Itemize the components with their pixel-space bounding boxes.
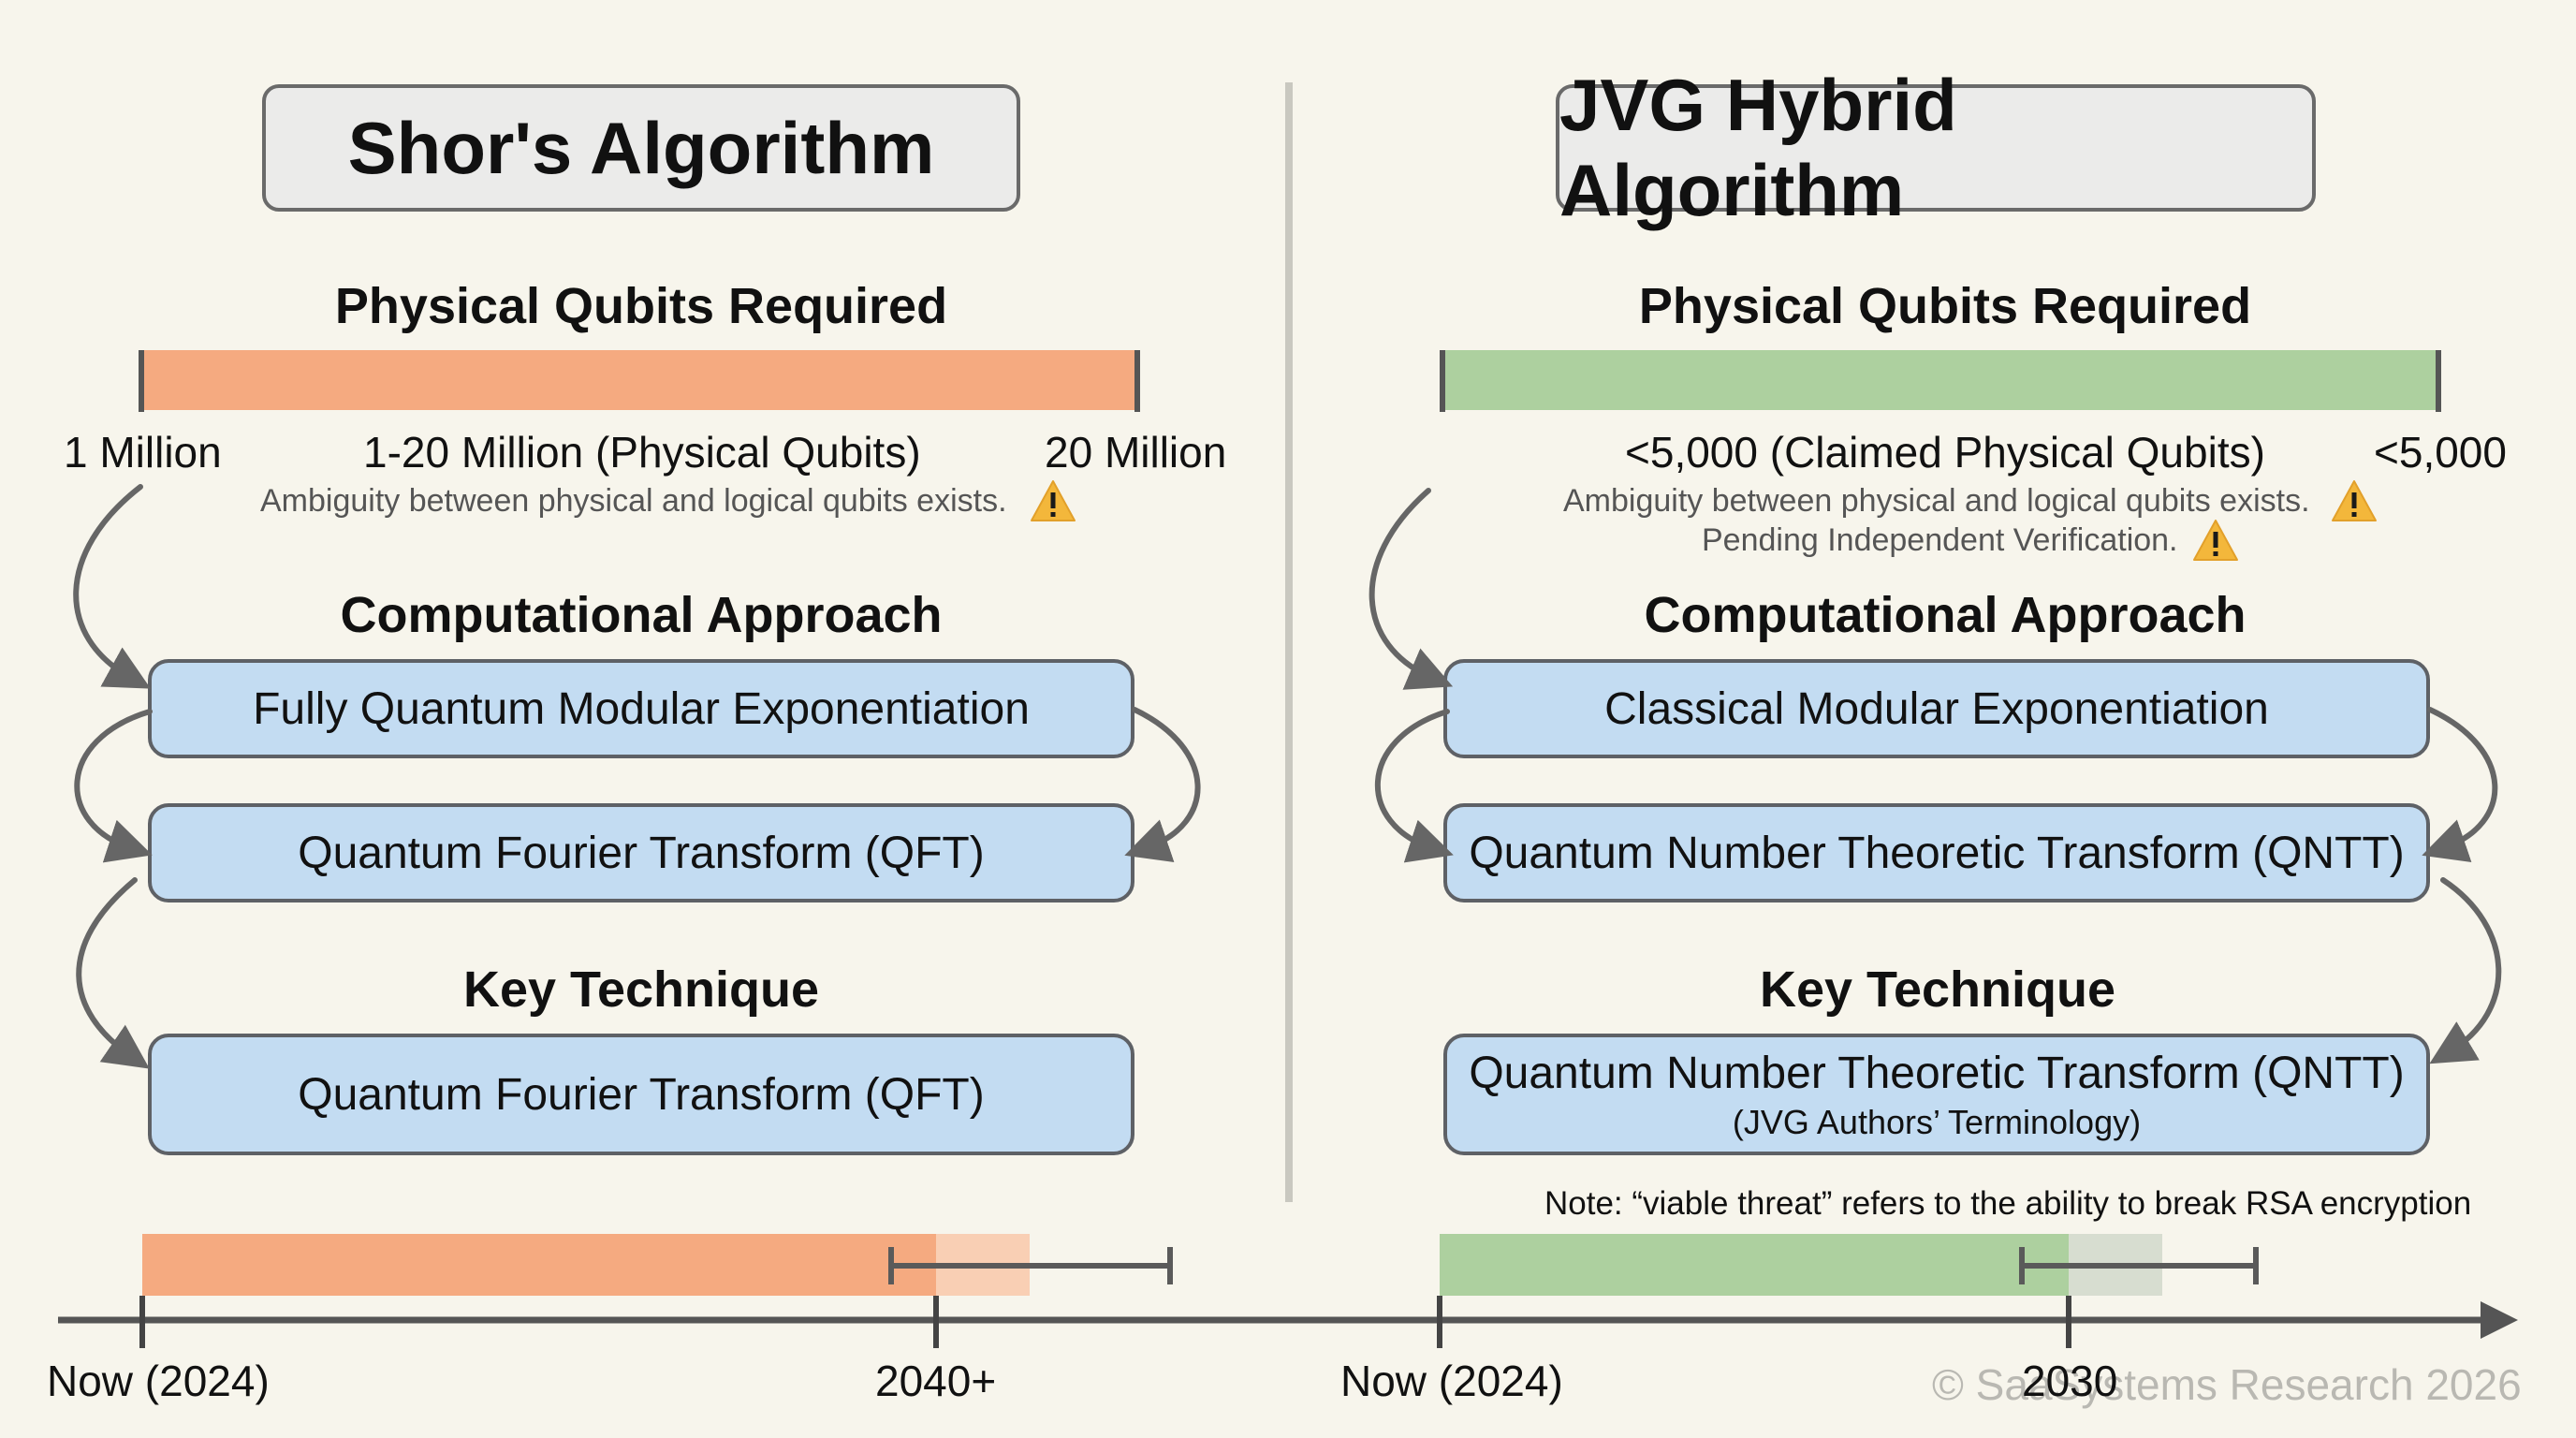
left-approach-step-1-label: Fully Quantum Modular Exponentiation: [253, 683, 1030, 734]
timeline-axis-arrow-icon: [2481, 1301, 2518, 1339]
right-timeline-bar: [1440, 1234, 2069, 1296]
left-timeline-bar: [142, 1234, 936, 1296]
left-key-heading: Key Technique: [462, 961, 820, 1018]
right-key-heading: Key Technique: [1759, 961, 2116, 1018]
right-qubits-heading: Physical Qubits Required: [1638, 278, 2252, 334]
right-key-technique-sub: (JVG Authors’ Terminology): [1732, 1102, 2142, 1141]
right-approach-step-1-label: Classical Modular Exponentiation: [1604, 683, 2269, 734]
right-qubits-bar-start-cap: [1440, 350, 1445, 412]
right-range-max-label: <5,000: [2374, 428, 2507, 477]
left-key-technique: Quantum Fourier Transform (QFT): [148, 1034, 1134, 1155]
left-approach-step-2-label: Quantum Fourier Transform (QFT): [298, 828, 985, 878]
watermark: © SaaSystems Research 2026: [1932, 1360, 2522, 1409]
right-timeline-start-label: Now (2024): [1340, 1357, 1563, 1405]
curved-arrow-icon: [74, 709, 153, 863]
curved-arrow-icon: [73, 484, 152, 689]
left-key-technique-label: Quantum Fourier Transform (QFT): [298, 1069, 985, 1120]
left-ambiguity-note: Ambiguity between physical and logical q…: [260, 483, 1007, 519]
curved-arrow-icon: [1374, 709, 1454, 863]
left-timeline-start-label: Now (2024): [47, 1357, 270, 1405]
right-qubits-bar: [1443, 350, 2439, 410]
left-range-min-label: 1 Million: [64, 428, 222, 477]
left-approach-step-1: Fully Quantum Modular Exponentiation: [148, 659, 1134, 758]
right-range-center-label: <5,000 (Claimed Physical Qubits): [1625, 428, 2265, 477]
curved-arrow-icon: [1124, 707, 1201, 862]
left-qubits-bar-start-cap: [139, 350, 144, 412]
curved-arrow-icon: [2429, 877, 2502, 1064]
warning-icon: [2332, 480, 2377, 521]
left-timeline-target-label: 2040+: [875, 1357, 997, 1405]
right-error-bar: [2019, 1247, 2259, 1284]
right-approach-step-2-label: Quantum Number Theoretic Transform (QNTT…: [1469, 828, 2405, 878]
curved-arrow-icon: [2422, 707, 2498, 862]
right-key-technique: Quantum Number Theoretic Transform (QNTT…: [1443, 1034, 2430, 1155]
left-approach-heading: Computational Approach: [340, 587, 943, 643]
right-ambiguity-note: Ambiguity between physical and logical q…: [1563, 483, 2310, 519]
left-approach-step-2: Quantum Fourier Transform (QFT): [148, 803, 1134, 902]
left-range-center-label: 1-20 Million (Physical Qubits): [363, 428, 921, 477]
left-qubits-bar-end-cap: [1134, 350, 1140, 412]
right-timeline-note: Note: “viable threat” refers to the abil…: [1544, 1185, 2472, 1222]
curved-arrow-icon: [76, 877, 150, 1069]
left-qubits-heading: Physical Qubits Required: [334, 278, 948, 334]
right-title: JVG Hybrid Algorithm: [1556, 64, 2316, 231]
right-qubits-bar-end-cap: [2436, 350, 2441, 412]
left-error-bar: [888, 1247, 1173, 1284]
right-approach-heading: Computational Approach: [1644, 587, 2247, 643]
curved-arrow-icon: [1368, 488, 1454, 690]
warning-icon: [1031, 480, 1076, 521]
right-key-technique-label: Quantum Number Theoretic Transform (QNTT…: [1469, 1048, 2405, 1098]
panel-divider: [1285, 82, 1293, 1202]
left-title: Shor's Algorithm: [262, 84, 1020, 212]
right-verification-note: Pending Independent Verification.: [1702, 522, 2178, 558]
left-range-max-label: 20 Million: [1045, 428, 1227, 477]
right-approach-step-1: Classical Modular Exponentiation: [1443, 659, 2430, 758]
warning-icon: [2193, 520, 2238, 561]
right-approach-step-2: Quantum Number Theoretic Transform (QNTT…: [1443, 803, 2430, 902]
left-qubits-bar: [142, 350, 1138, 410]
right-timeline-target-label: 2030: [2022, 1357, 2118, 1405]
